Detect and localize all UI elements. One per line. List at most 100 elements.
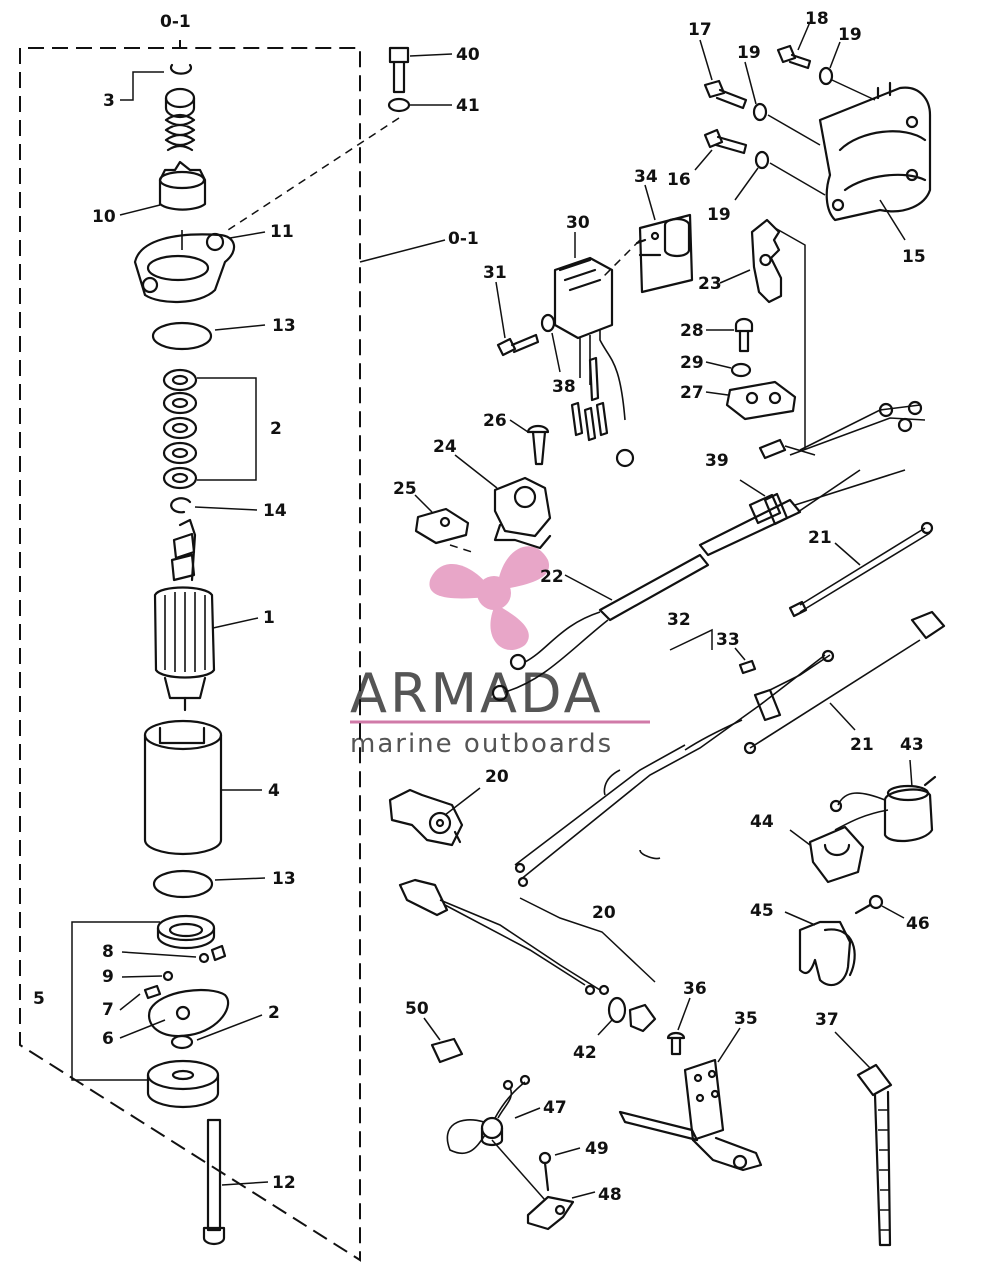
harness-32 xyxy=(514,649,835,888)
callout-13a: 13 xyxy=(272,316,296,336)
callout-18: 18 xyxy=(805,9,829,29)
starter-drive-gear xyxy=(158,160,207,211)
solenoid-boot-44 xyxy=(808,825,865,884)
callout-48: 48 xyxy=(598,1185,622,1205)
callout-1: 1 xyxy=(263,608,275,628)
lower-end-cap-group xyxy=(143,914,230,1109)
screw-28 xyxy=(734,317,754,353)
callout-45: 45 xyxy=(750,901,774,921)
main-harness-39 xyxy=(491,469,906,702)
clamp-45 xyxy=(798,920,856,987)
callout-15: 15 xyxy=(902,247,926,267)
callout-9: 9 xyxy=(102,967,114,987)
screw-49 xyxy=(538,1151,552,1192)
connector-33 xyxy=(738,659,757,675)
solenoid-43 xyxy=(829,775,937,843)
callout-28: 28 xyxy=(680,321,704,341)
callout-4: 4 xyxy=(268,781,280,801)
washer-41 xyxy=(387,97,411,113)
washer-19-middle xyxy=(752,102,768,122)
battery-cable-21-lower xyxy=(743,610,946,755)
bracket-48 xyxy=(526,1195,575,1231)
callout-33: 33 xyxy=(716,630,740,650)
callout-30: 30 xyxy=(566,213,590,233)
callout-22: 22 xyxy=(540,567,564,587)
callout-3: 3 xyxy=(103,91,115,111)
callout-5: 5 xyxy=(33,989,45,1009)
clamp-bracket xyxy=(818,81,932,222)
washer-38 xyxy=(540,313,556,333)
solenoid-bracket-24 xyxy=(493,476,552,550)
callout-17: 17 xyxy=(688,20,712,40)
washer-19-upper xyxy=(818,66,834,86)
callout-10: 10 xyxy=(92,207,116,227)
callout-12: 12 xyxy=(272,1173,296,1193)
switch-20-upper xyxy=(388,788,464,847)
callout-42: 42 xyxy=(573,1043,597,1063)
callout-20b: 20 xyxy=(592,903,616,923)
callout-50: 50 xyxy=(405,999,429,1019)
relay-34 xyxy=(635,213,694,294)
starter-top-end-cap xyxy=(133,230,236,304)
callout-23: 23 xyxy=(698,274,722,294)
armada-watermark: ARMADA marine outboards xyxy=(350,546,650,759)
battery-cable-21-upper xyxy=(788,521,934,618)
callout-24: 24 xyxy=(433,437,457,457)
starter-spring-set xyxy=(164,63,196,152)
callout-11: 11 xyxy=(270,222,294,242)
washer-29 xyxy=(730,362,752,378)
switch-20-lower xyxy=(398,878,657,1033)
screw-36 xyxy=(666,1031,686,1056)
callout-6: 6 xyxy=(102,1029,114,1049)
callout-19b: 19 xyxy=(737,43,761,63)
screw-46 xyxy=(854,894,884,915)
callout-35: 35 xyxy=(734,1009,758,1029)
callout-16: 16 xyxy=(667,170,691,190)
callout-43: 43 xyxy=(900,735,924,755)
callout-36: 36 xyxy=(683,979,707,999)
plate-25 xyxy=(414,507,476,554)
bolt-40 xyxy=(388,46,410,94)
through-bolt xyxy=(202,1118,226,1246)
thrust-washer-stack xyxy=(162,368,198,490)
callout-assembly-top: 0-1 xyxy=(160,12,191,32)
starter-assembly-outline: 0-1 xyxy=(19,12,361,1262)
callout-assembly-right: 0-1 xyxy=(448,229,479,249)
callout-41: 41 xyxy=(456,96,480,116)
callout-46: 46 xyxy=(906,914,930,934)
cable-clamp-27 xyxy=(725,380,797,421)
callout-32: 32 xyxy=(667,610,691,630)
o-ring-lower xyxy=(152,869,214,899)
screw-31 xyxy=(496,333,540,357)
switch-47 xyxy=(446,1074,531,1155)
bolt-18 xyxy=(776,44,812,70)
callout-21a: 21 xyxy=(808,528,832,548)
callout-2b: 2 xyxy=(268,1003,280,1023)
rectifier-30 xyxy=(553,256,635,468)
watermark-title: ARMADA xyxy=(350,662,604,725)
screw-26 xyxy=(526,424,550,466)
callout-29: 29 xyxy=(680,353,704,373)
callout-38: 38 xyxy=(552,377,576,397)
terminal-cap-50 xyxy=(430,1037,464,1064)
callout-13b: 13 xyxy=(272,869,296,889)
bolt-16 xyxy=(703,128,748,155)
mounting-bracket-35 xyxy=(618,1058,763,1172)
washer-19-lower xyxy=(754,150,770,170)
callout-31: 31 xyxy=(483,263,507,283)
cable-tie-37 xyxy=(856,1063,893,1247)
callout-44: 44 xyxy=(750,812,774,832)
starter-frame-housing xyxy=(143,719,223,856)
starter-armature xyxy=(153,518,216,712)
callout-14: 14 xyxy=(263,501,287,521)
callout-2a: 2 xyxy=(270,419,282,439)
callout-26: 26 xyxy=(483,411,507,431)
propeller-logo-icon xyxy=(429,546,550,651)
harness-branch-upper xyxy=(758,400,926,460)
callout-19a: 19 xyxy=(838,25,862,45)
bolt-17 xyxy=(703,79,748,110)
callout-40: 40 xyxy=(456,45,480,65)
callout-27: 27 xyxy=(680,383,704,403)
callout-7: 7 xyxy=(102,1000,114,1020)
